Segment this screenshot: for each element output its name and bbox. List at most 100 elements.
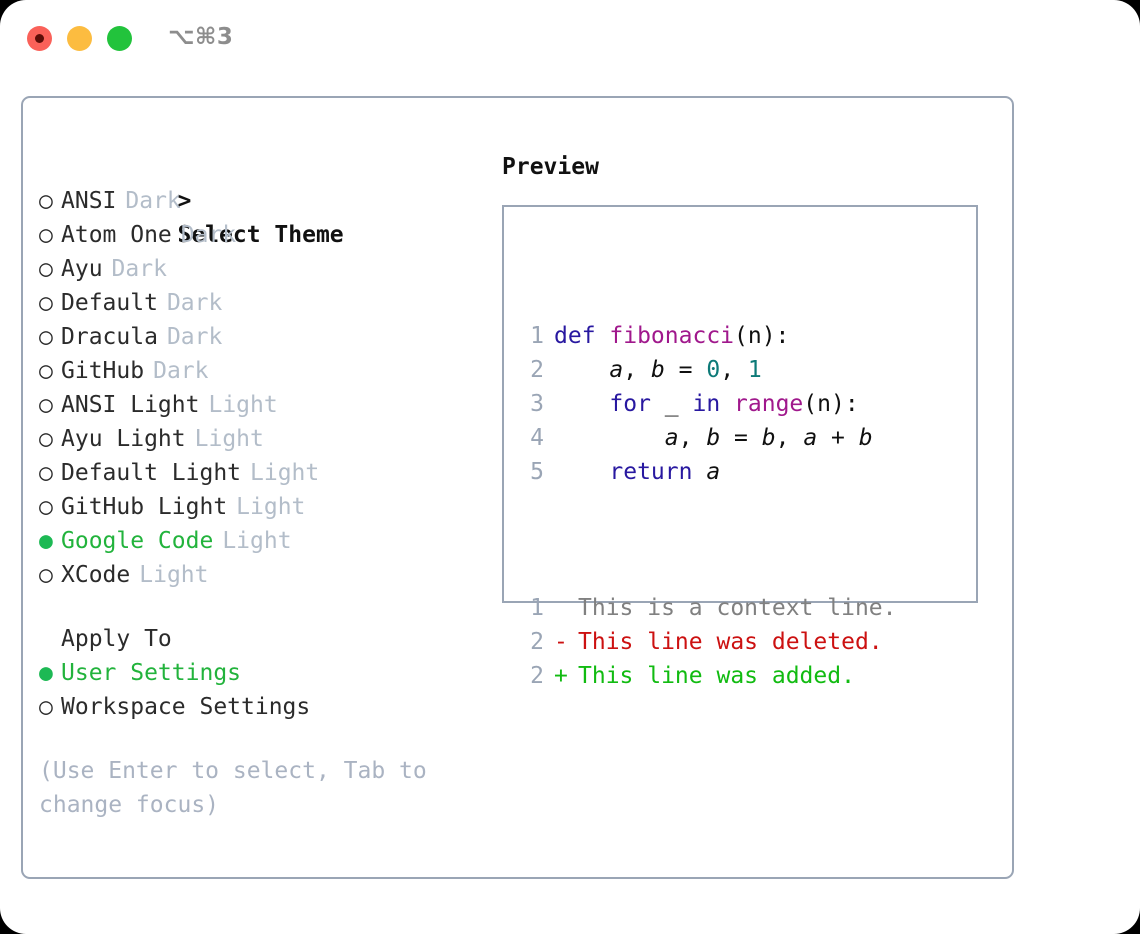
diff-text: This line was added. xyxy=(578,663,855,689)
theme-option-9[interactable]: ○ GitHub Light Light xyxy=(39,490,499,524)
theme-option-label: Atom One xyxy=(61,222,172,248)
code-token-var: b xyxy=(858,425,873,451)
code-token-pl: , xyxy=(678,425,707,451)
theme-option-tag: Light xyxy=(250,460,320,486)
maximize-button[interactable] xyxy=(107,26,132,51)
theme-option-tag: Light xyxy=(194,426,264,452)
theme-option-1[interactable]: ○ Atom One Dark xyxy=(39,218,499,252)
line-number: 1 xyxy=(530,595,544,621)
theme-option-tag: Dark xyxy=(180,222,237,248)
apply-to-option-label: Workspace Settings xyxy=(61,694,311,720)
line-number: 2 xyxy=(530,357,544,383)
line-number: 2 xyxy=(530,663,544,689)
diff-text: This is a context line. xyxy=(578,595,897,621)
diff-marker: + xyxy=(554,663,568,689)
theme-option-label: Default xyxy=(61,290,158,316)
code-token-pl xyxy=(554,425,665,451)
diff-marker: - xyxy=(554,629,568,655)
code-token-var: a xyxy=(609,357,624,383)
minimize-button[interactable] xyxy=(67,26,92,51)
diff-line-del: 2-This line was deleted. xyxy=(518,625,897,659)
theme-option-tag: Dark xyxy=(111,256,167,282)
code-token-pl: = xyxy=(720,425,762,451)
code-token-fn: range xyxy=(734,391,804,417)
radio-unselected-icon: ○ xyxy=(39,494,53,520)
code-token-kw: return xyxy=(609,459,693,485)
radio-selected-icon: ● xyxy=(39,528,53,554)
radio-unselected-icon: ○ xyxy=(39,222,53,248)
theme-option-7[interactable]: ○ Ayu Light Light xyxy=(39,422,499,456)
code-token-var: b xyxy=(761,425,776,451)
line-number: 2 xyxy=(530,629,544,655)
line-number: 5 xyxy=(530,459,544,485)
code-token-pl xyxy=(720,391,734,417)
diff-marker xyxy=(554,591,578,625)
theme-option-label: Google Code xyxy=(61,528,214,554)
apply-to-option-1[interactable]: ○ Workspace Settings xyxy=(39,690,499,724)
theme-option-label: GitHub Light xyxy=(61,494,228,520)
keyboard-shortcut-label: ⌥⌘3 xyxy=(168,24,234,50)
preview-heading: Preview xyxy=(502,154,599,180)
caret-icon: > xyxy=(177,188,192,214)
code-token-pl: + xyxy=(817,425,859,451)
select-theme-title: Select Theme xyxy=(177,222,344,248)
code-token-pl: = xyxy=(664,357,707,383)
theme-option-0[interactable]: ○ ANSI Dark xyxy=(39,184,499,218)
theme-option-label: Ayu Light xyxy=(61,426,186,452)
theme-option-tag: Dark xyxy=(153,358,209,384)
theme-option-label: ANSI Light xyxy=(61,392,200,418)
theme-option-tag: Dark xyxy=(166,324,223,350)
apply-to-option-0[interactable]: ●User Settings xyxy=(39,656,499,690)
theme-option-label: ANSI xyxy=(61,188,117,214)
code-token-pl: , xyxy=(720,357,748,383)
radio-unselected-icon: ○ xyxy=(39,694,53,720)
select-theme-heading: > Select Theme xyxy=(39,150,499,248)
radio-unselected-icon: ○ xyxy=(39,460,53,486)
theme-option-tag: Light xyxy=(139,562,209,588)
code-token-fn: fibonacci xyxy=(609,323,735,349)
code-token-pl xyxy=(554,357,609,383)
code-token-num: 0 xyxy=(706,357,721,383)
theme-option-tag: Light xyxy=(236,494,306,520)
theme-option-tag: Light xyxy=(222,528,292,554)
code-token-var: a xyxy=(706,459,721,485)
line-number: 1 xyxy=(530,323,544,349)
theme-option-tag: Dark xyxy=(125,188,181,214)
radio-unselected-icon: ○ xyxy=(39,562,53,588)
close-button[interactable] xyxy=(27,26,52,51)
window-controls xyxy=(27,26,132,51)
code-token-pl xyxy=(554,459,609,485)
code-token-pl: , xyxy=(775,425,804,451)
code-line-2: 2 a, b = 0, 1 xyxy=(518,353,897,387)
code-token-num: 1 xyxy=(747,357,762,383)
radio-unselected-icon: ○ xyxy=(39,426,53,452)
theme-option-label: GitHub xyxy=(61,358,145,384)
theme-option-label: Dracula xyxy=(61,324,158,350)
code-token-var: b xyxy=(650,357,665,383)
apply-to-heading: Apply To xyxy=(61,626,172,652)
line-number: 3 xyxy=(530,391,544,417)
apply-to-list: ●User Settings ○ Workspace Settings xyxy=(39,656,499,724)
diff-text: This line was deleted. xyxy=(578,629,883,655)
radio-unselected-icon: ○ xyxy=(39,290,53,316)
line-number: 4 xyxy=(530,425,544,451)
title-bar: ⌥⌘3 xyxy=(0,0,1140,78)
code-token-pl xyxy=(554,391,609,417)
theme-option-10[interactable]: ● Google Code Light xyxy=(39,524,499,558)
code-token-var: a xyxy=(803,425,818,451)
radio-unselected-icon: ○ xyxy=(39,188,53,214)
